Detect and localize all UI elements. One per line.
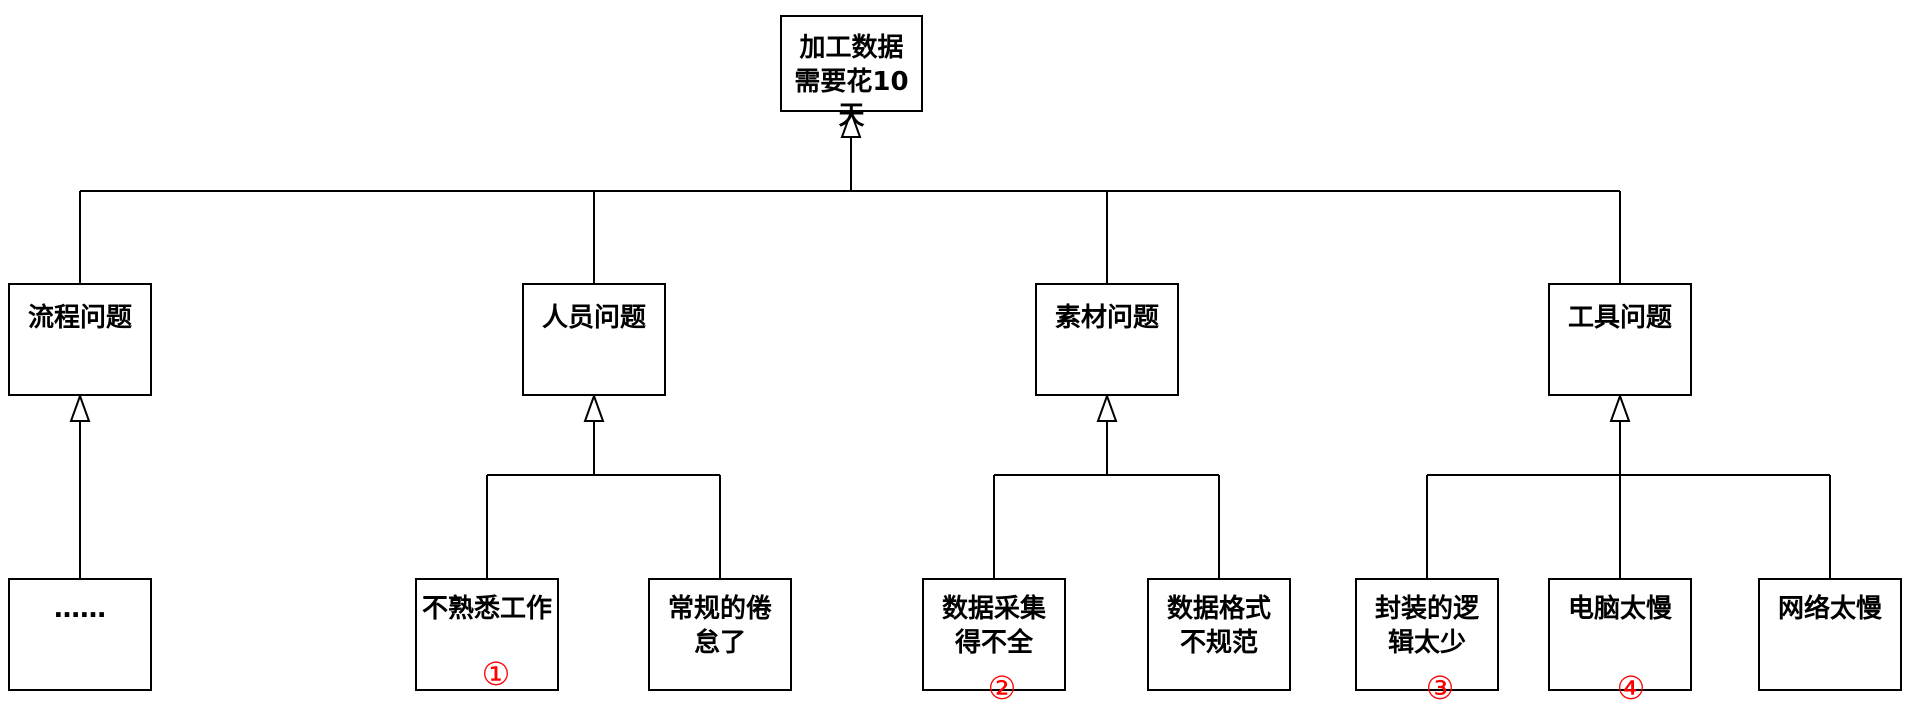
cause-slow-network-node: 网络太慢 — [1758, 578, 1902, 691]
category-people-node: 人员问题 — [522, 283, 666, 396]
cause-incomplete-collection-node: 数据采集 得不全 — [922, 578, 1066, 691]
arrowhead-tools — [1609, 393, 1631, 422]
arrowhead-material — [1096, 393, 1118, 422]
arrowhead-process — [69, 393, 91, 422]
cause-unfamiliar-node: 不熟悉工作 — [415, 578, 559, 691]
cause-too-little-logic-node: 封装的逻 辑太少 — [1355, 578, 1499, 691]
marker-1: ① — [481, 655, 511, 693]
cause-routine-fatigue-node: 常规的倦 怠了 — [648, 578, 792, 691]
marker-4: ④ — [1616, 669, 1646, 707]
marker-3: ③ — [1425, 669, 1455, 707]
category-material-node: 素材问题 — [1035, 283, 1179, 396]
root-node: 加工数据 需要花10天 — [780, 15, 923, 131]
category-process-node: 流程问题 — [8, 283, 152, 396]
cause-format-nonstandard-node: 数据格式 不规范 — [1147, 578, 1291, 691]
marker-2: ② — [987, 669, 1017, 707]
arrowhead-root — [840, 109, 862, 138]
cause-process-more-node: …… — [8, 578, 152, 691]
category-tools-node: 工具问题 — [1548, 283, 1692, 396]
cause-slow-computer-node: 电脑太慢 — [1548, 578, 1692, 691]
arrowhead-people — [583, 393, 605, 422]
